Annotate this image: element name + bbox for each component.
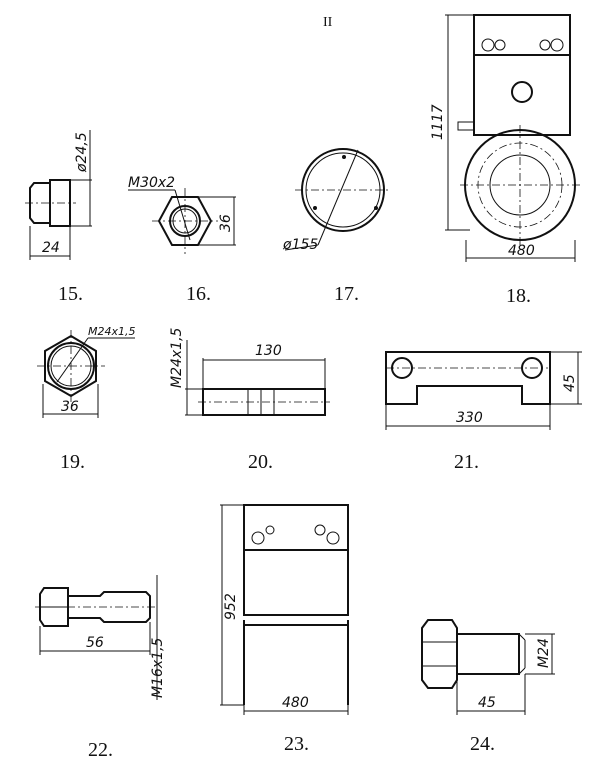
figure-label-24: 24.: [470, 733, 495, 755]
figure-label-20: 20.: [248, 451, 273, 473]
figure-label-15: 15.: [58, 283, 83, 305]
dim-diameter: ø155: [282, 237, 318, 253]
figure-16-nut: M30x2 36: [128, 175, 236, 254]
dim-thread: M24: [536, 638, 552, 668]
dim-height: 1117: [430, 104, 446, 140]
dim-length: 45: [478, 695, 496, 711]
figure-label-17: 17.: [334, 283, 359, 305]
dim-diameter: ø24,5: [74, 132, 90, 173]
dim-length: 24: [42, 240, 60, 256]
figure-label-22: 22.: [88, 739, 113, 761]
figure-label-18: 18.: [506, 285, 531, 307]
dim-length: 56: [86, 635, 104, 651]
dim-width: 36: [61, 399, 79, 415]
figure-21-plate: 45 330: [385, 351, 582, 430]
dim-thread: M30x2: [128, 175, 175, 191]
dim-thread: M24x1,5: [169, 327, 185, 388]
figure-label-16: 16.: [186, 283, 211, 305]
figure-label-21: 21.: [454, 451, 479, 473]
page-mark: II: [323, 15, 333, 30]
figure-22-bolt: 56 M16x1,5: [35, 575, 166, 700]
dim-length: 330: [456, 410, 483, 426]
dim-height: 45: [562, 374, 578, 392]
figure-15-plug: ø24,5 24: [25, 130, 92, 260]
dim-height: 952: [223, 593, 239, 620]
figure-18-assembly: 1117 480: [430, 14, 580, 262]
dim-length: 130: [255, 343, 282, 359]
figure-24-bolt: M24 45: [421, 619, 555, 715]
dim-width: 36: [218, 214, 234, 232]
figure-17-ring: ø155: [282, 148, 391, 253]
dim-width: 480: [282, 695, 309, 711]
figure-label-23: 23.: [284, 733, 309, 755]
dim-thread: M24x1,5: [88, 325, 136, 338]
figure-23-assembly: 952 480: [220, 504, 349, 715]
figure-19-nut: M24x1,5 36: [37, 325, 136, 418]
figure-label-19: 19.: [60, 451, 85, 473]
figure-20-stud: 130 M24x1,5: [169, 327, 330, 416]
dim-thread: M16x1,5: [150, 637, 166, 698]
dim-width: 480: [508, 243, 535, 259]
